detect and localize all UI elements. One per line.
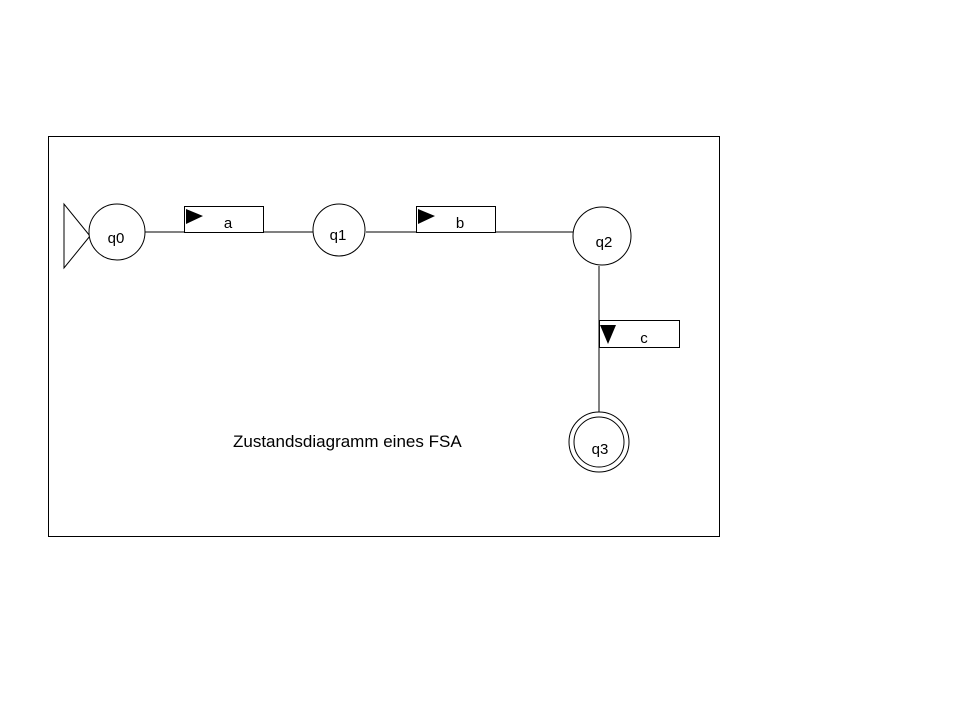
arrow-right-icon <box>186 209 203 224</box>
transition-symbol-c: c <box>640 330 648 347</box>
transition-label-box-b <box>416 206 496 233</box>
transition-symbol-b: b <box>456 215 464 232</box>
state-circle <box>88 203 146 261</box>
arrow-right-icon <box>418 209 435 224</box>
start-marker <box>63 202 91 270</box>
state-circle <box>572 206 632 266</box>
state-circle-inner <box>573 416 625 468</box>
state-q3: q3 <box>568 411 630 473</box>
arrow-down-icon <box>600 325 616 344</box>
state-q0: q0 <box>88 203 146 261</box>
state-label: q2 <box>596 234 613 251</box>
diagram-caption: Zustandsdiagramm eines FSA <box>233 432 462 451</box>
state-label: q1 <box>330 227 347 244</box>
state-label: q3 <box>592 441 609 458</box>
state-q2: q2 <box>572 206 632 266</box>
state-circle <box>312 203 366 257</box>
transition-label-box-a <box>184 206 264 233</box>
transition-symbol-a: a <box>224 215 233 232</box>
state-label: q0 <box>108 230 125 247</box>
state-q1: q1 <box>312 203 366 257</box>
